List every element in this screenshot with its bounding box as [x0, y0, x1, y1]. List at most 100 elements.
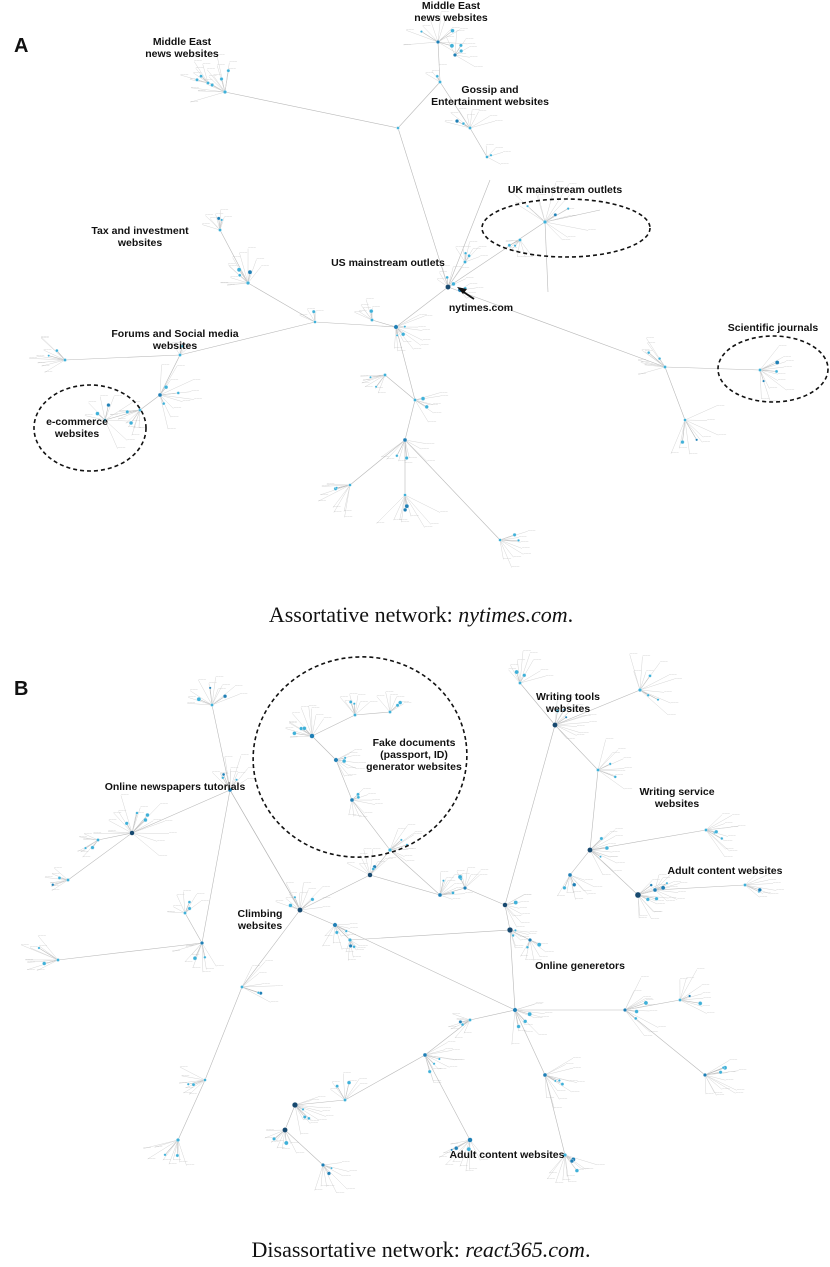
- panel-b-letter: B: [14, 678, 28, 700]
- panel-b-writing-tools-label-line: Writing tools: [536, 691, 600, 703]
- leaf-site-label: ———: [358, 694, 366, 697]
- leaf-site-label: ———: [470, 240, 478, 243]
- network-node: [247, 270, 253, 275]
- leaf-edge: [37, 935, 59, 961]
- leaf-site-label: ———: [370, 700, 378, 703]
- leaf-site-label: ———: [655, 910, 663, 913]
- leaf-site-label: ———: [535, 1016, 543, 1019]
- leaf-site-label: ———: [597, 1163, 605, 1166]
- leaf-site-label: ———: [460, 28, 468, 31]
- leaf-site-label: ———: [567, 1175, 575, 1178]
- leaf-edge: [307, 309, 316, 323]
- leaf-edge: [557, 874, 571, 897]
- leaf-edge: [404, 439, 410, 459]
- network-node: [309, 733, 315, 739]
- leaf-edge: [179, 346, 190, 356]
- leaf-site-label: ———: [179, 1081, 187, 1084]
- network-node: [47, 354, 50, 357]
- leaf-edge: [363, 849, 371, 876]
- uk-outlets-highlight: [481, 198, 651, 258]
- leaf-edges: ——— ——— ——— ——— ——— ——— ——— ——— ——— ——— ——— ——— ——— —…: [21, 10, 795, 1194]
- leaf-edge: [744, 883, 774, 886]
- network-node: [307, 1116, 311, 1120]
- leaf-site-label: ———: [366, 297, 374, 300]
- leaf-edge: [544, 1074, 555, 1109]
- network-node: [718, 1070, 723, 1075]
- network-edge: [370, 374, 386, 378]
- leaf-site-label: ———: [425, 314, 433, 317]
- leaf-site-label: ———: [342, 1161, 350, 1164]
- leaf-site-label: ———: [409, 456, 417, 459]
- leaf-edge: [639, 689, 671, 704]
- leaf-edge: [569, 874, 574, 893]
- leaf-edge: [201, 942, 217, 967]
- leaf-edge: [197, 90, 226, 93]
- leaf-edge: [454, 30, 457, 56]
- leaf-site-label: ———: [132, 433, 140, 436]
- leaf-site-label: ———: [348, 766, 356, 769]
- leaf-edge: [555, 1154, 566, 1184]
- leaf-edge: [437, 29, 461, 43]
- leaf-edge: [230, 277, 249, 284]
- leaf-edge: [43, 349, 66, 361]
- network-node: [542, 1072, 548, 1078]
- network-edge: [349, 439, 406, 486]
- leaf-edge: [185, 942, 203, 947]
- leaf-site-label: ———: [52, 889, 60, 892]
- leaf-site-label: ———: [308, 888, 316, 891]
- leaf-site-label: ———: [408, 847, 416, 850]
- network-node: [210, 703, 214, 707]
- leaf-edge: [131, 832, 170, 834]
- network-node: [660, 885, 666, 891]
- network-node: [349, 700, 353, 704]
- leaf-site-label: ———: [415, 831, 423, 834]
- leaf-site-label: ———: [471, 873, 479, 876]
- network-node: [623, 1008, 627, 1012]
- network-edge: [311, 714, 356, 737]
- network-node: [199, 74, 203, 78]
- leaf-site-label: ———: [132, 419, 140, 422]
- leaf-site-label: ———: [512, 566, 520, 569]
- leaf-site-label: ———: [140, 806, 148, 809]
- leaf-site-label: ———: [398, 827, 406, 830]
- leaf-site-label: ———: [486, 144, 494, 147]
- leaf-site-label: ———: [414, 833, 422, 836]
- leaf-edge: [395, 326, 423, 331]
- leaf-site-label: ———: [722, 1088, 730, 1091]
- leaf-site-label: ———: [134, 426, 142, 429]
- leaf-edge: [486, 148, 496, 158]
- leaf-site-label: ———: [761, 868, 769, 871]
- leaf-edge: [99, 396, 106, 421]
- leaf-site-label: ———: [556, 181, 564, 184]
- leaf-edge: [519, 653, 531, 684]
- leaf-edge: [637, 884, 659, 896]
- leaf-edge: [465, 1139, 471, 1172]
- leaf-site-label: ———: [445, 120, 453, 123]
- leaf-edge: [241, 986, 271, 1003]
- leaf-edge: [395, 314, 420, 328]
- leaf-site-label: ———: [445, 19, 453, 22]
- leaf-site-label: ———: [405, 461, 413, 464]
- leaf-site-label: ———: [728, 1071, 736, 1074]
- leaf-site-label: ———: [349, 813, 357, 816]
- network-node: [42, 961, 47, 966]
- leaf-site-label: ———: [554, 1106, 562, 1109]
- leaf-site-label: ———: [718, 433, 726, 436]
- leaf-edge: [759, 361, 787, 371]
- leaf-site-label: ———: [378, 391, 386, 394]
- leaf-site-label: ———: [586, 1167, 594, 1170]
- leaf-edge: [193, 72, 209, 84]
- leaf-edge: [425, 73, 441, 83]
- leaf-site-label: ———: [27, 968, 35, 971]
- leaf-edge: [456, 1018, 471, 1021]
- leaf-site-label: ———: [534, 959, 542, 962]
- leaf-site-label: ———: [177, 893, 185, 896]
- leaf-site-label: ———: [139, 426, 147, 429]
- leaf-edge: [389, 832, 415, 851]
- leaf-site-label: ———: [190, 689, 198, 692]
- leaf-site-label: ———: [315, 1189, 323, 1192]
- leaf-edge: [131, 820, 154, 834]
- leaf-site-label: ———: [577, 1081, 585, 1084]
- network-node: [187, 900, 192, 904]
- network-edge: [177, 1079, 206, 1141]
